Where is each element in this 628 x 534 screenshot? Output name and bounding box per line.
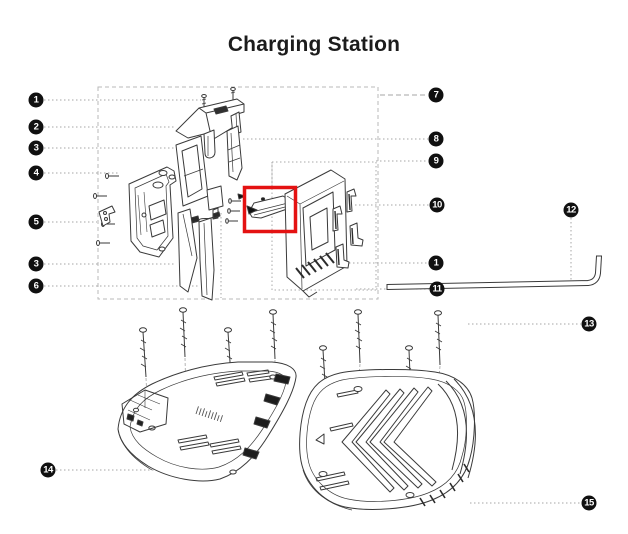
callout-3b-badge: 3 (28, 256, 44, 272)
callout-8-badge: 8 (428, 131, 444, 147)
assembly-outline-box (97, 86, 379, 300)
left-housing-part (128, 166, 177, 258)
leader-lines (44, 94, 581, 504)
blade-panel-right (198, 217, 215, 301)
callout-4-badge: 4 (28, 165, 44, 181)
callout-2-badge: 2 (28, 119, 44, 135)
callout-10-badge: 10 (429, 197, 445, 213)
side-pillar-part (226, 125, 243, 181)
blade-panel-left (177, 208, 198, 293)
small-bracket-part (98, 205, 116, 227)
callout-1b-badge: 1 (428, 255, 444, 271)
housing-screws (93, 173, 119, 246)
callout-11-badge: 11 (429, 281, 445, 297)
brand-text-mark (195, 406, 223, 423)
callout-1-badge: 1 (28, 92, 44, 108)
callout-9-badge: 9 (428, 153, 444, 169)
frame-panel-part (175, 135, 209, 207)
highlight-box (242, 185, 298, 234)
base-plate-left (117, 361, 297, 482)
callout-14-badge: 14 (40, 462, 56, 478)
sub-assembly-box (271, 161, 377, 291)
callout-15-badge: 15 (581, 495, 597, 511)
page-title: Charging Station (227, 33, 401, 56)
right-housing-part (284, 169, 348, 298)
base-plate-right (299, 368, 476, 511)
callout-5-badge: 5 (28, 214, 44, 230)
callout-13-badge: 13 (581, 316, 597, 332)
callout-7-badge: 7 (428, 87, 444, 103)
top-cover-part (175, 98, 245, 159)
callout-6-badge: 6 (28, 278, 44, 294)
callout-12-badge: 12 (563, 202, 579, 218)
dock-tower-detail (121, 389, 169, 433)
charging-contact-plate-part (237, 193, 292, 219)
callout-3-badge: 3 (28, 140, 44, 156)
plate-screws-small (225, 198, 241, 224)
mounting-clips (332, 188, 364, 269)
hex-key-tool (386, 255, 602, 290)
